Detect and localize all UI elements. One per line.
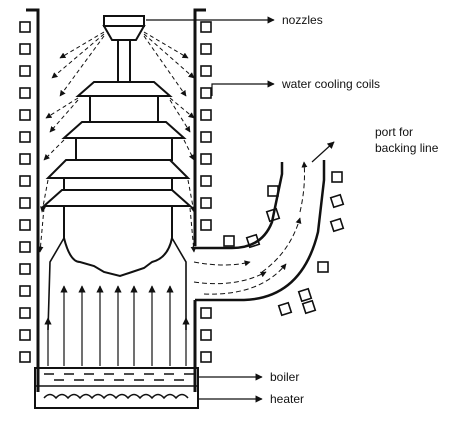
port-flow-arrow-2 — [193, 271, 267, 285]
spray-arrow-6 — [45, 97, 79, 119]
port-outer-wall — [195, 160, 326, 302]
spray-arrow-3 — [143, 31, 189, 59]
coil-left-13 — [19, 307, 31, 319]
coil-left-12 — [19, 285, 31, 297]
coil-port-0 — [223, 235, 235, 247]
spray-arrow-7 — [49, 99, 79, 133]
port-flow — [193, 161, 308, 295]
jet-stage-2 — [61, 121, 187, 139]
coil-right-2 — [200, 65, 212, 77]
coil-right-4 — [200, 109, 212, 121]
cooling-coils-right — [200, 21, 212, 363]
port-inner-wall — [195, 162, 284, 250]
jet-stage-3 — [45, 159, 191, 179]
spray-arrow-14 — [37, 207, 45, 253]
coil-right-3 — [200, 87, 212, 99]
coil-right-8 — [200, 197, 212, 209]
nozzle-top-cone — [102, 25, 146, 41]
coil-right-1 — [200, 43, 212, 55]
coil-port-9 — [331, 171, 343, 183]
port-flow-arrow-5 — [299, 161, 308, 213]
label-port-line1: port for — [375, 125, 413, 139]
coil-right-11 — [200, 329, 212, 341]
label-port-line2: backing line — [375, 141, 439, 155]
coil-left-6 — [19, 153, 31, 165]
coil-left-5 — [19, 131, 31, 143]
boiler-heater-box — [34, 367, 199, 409]
spray-arrow-8 — [169, 97, 195, 119]
coil-left-15 — [19, 351, 31, 363]
coil-port-10 — [301, 299, 317, 315]
right-wall — [193, 8, 206, 246]
coil-port-6 — [317, 261, 329, 273]
coil-port-4 — [277, 301, 293, 317]
coil-right-6 — [200, 153, 212, 165]
coil-left-3 — [19, 87, 31, 99]
vapour-upflow-arrows — [44, 285, 190, 366]
coil-left-4 — [19, 109, 31, 121]
jet-spray-arrows — [37, 31, 197, 331]
coil-left-2 — [19, 65, 31, 77]
spray-arrow-9 — [169, 99, 191, 133]
coil-right-0 — [200, 21, 212, 33]
backing-port — [195, 160, 326, 302]
coil-left-14 — [19, 329, 31, 341]
boiler-heater-assembly — [34, 367, 199, 409]
coil-port-7 — [329, 217, 345, 233]
coils-leader — [211, 80, 275, 96]
cooling-coils-port — [223, 171, 345, 317]
spray-arrow-0 — [59, 31, 105, 59]
cooling-coils-left — [19, 21, 31, 363]
pump-body — [26, 8, 206, 392]
port-flow-arrow-3 — [203, 263, 287, 295]
port-flow-arrow-4 — [261, 217, 302, 273]
jet-stack — [41, 15, 193, 278]
label-nozzles: nozzles — [282, 13, 323, 27]
spray-arrow-10 — [43, 139, 65, 161]
coil-left-0 — [19, 21, 31, 33]
coil-left-1 — [19, 43, 31, 55]
callouts — [146, 16, 275, 403]
left-wall — [26, 8, 40, 392]
coil-left-10 — [19, 241, 31, 253]
chimney-right-flare — [171, 237, 187, 330]
spray-arrow-12 — [40, 179, 49, 213]
chimney-left-flare — [47, 237, 65, 331]
spray-arrow-15 — [189, 207, 197, 253]
heater-coil — [43, 393, 189, 400]
jet-stage-1 — [75, 81, 173, 97]
coil-left-9 — [19, 219, 31, 231]
spray-arrow-11 — [183, 139, 195, 161]
spray-arrow-5 — [143, 35, 187, 97]
coil-right-12 — [200, 351, 212, 363]
coil-right-10 — [200, 307, 212, 319]
coil-left-7 — [19, 175, 31, 187]
label-heater: heater — [270, 392, 304, 406]
coil-port-8 — [329, 193, 345, 209]
boiler-liquid — [44, 373, 194, 381]
coil-right-5 — [200, 131, 212, 143]
label-boiler: boiler — [270, 370, 299, 384]
spray-arrow-2 — [59, 35, 105, 97]
coil-right-7 — [200, 175, 212, 187]
backing-line-arrow — [311, 141, 335, 163]
vapour-column — [63, 205, 173, 278]
nozzle-cap — [103, 15, 145, 27]
coil-port-5 — [297, 287, 313, 303]
coil-left-11 — [19, 263, 31, 275]
spray-arrow-1 — [51, 33, 105, 79]
spray-arrow-13 — [187, 179, 196, 213]
column-1 — [89, 95, 159, 123]
coil-right-9 — [200, 219, 212, 231]
label-water-cooling-coils: water cooling coils — [281, 77, 380, 91]
port-flow-arrow-1 — [193, 260, 251, 267]
jet-stage-4 — [41, 189, 193, 207]
coil-left-8 — [19, 197, 31, 209]
column-2 — [75, 137, 173, 161]
